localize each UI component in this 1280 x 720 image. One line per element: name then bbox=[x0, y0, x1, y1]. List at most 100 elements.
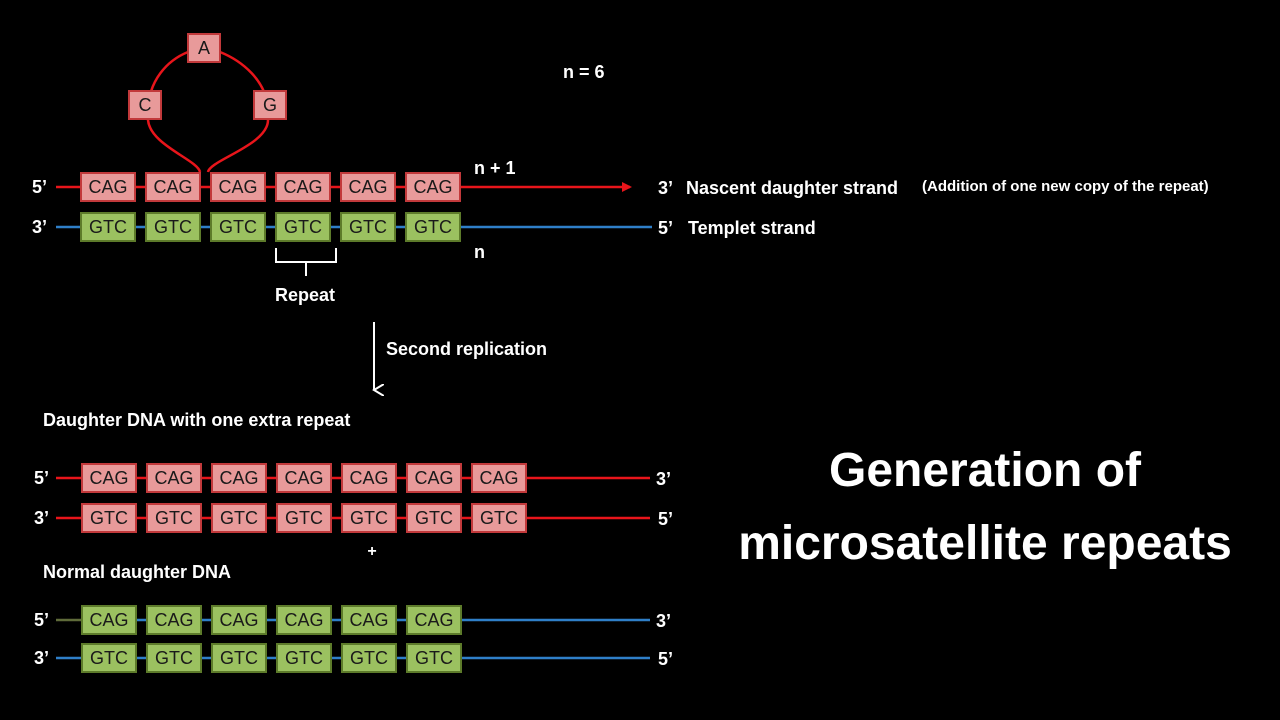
normal-top-repeats: CAG CAG CAG CAG CAG CAG bbox=[81, 605, 462, 635]
repeat-box-text: CAG bbox=[349, 468, 388, 488]
repeat-box-rect bbox=[146, 605, 202, 635]
repeat-box-text: CAG bbox=[284, 468, 323, 488]
repeat-box: GTC bbox=[81, 503, 137, 533]
normal-bottom-prime-right: 5’ bbox=[658, 649, 673, 669]
repeat-box-rect bbox=[341, 463, 397, 493]
repeat-box: GTC bbox=[146, 503, 202, 533]
repeat-box-rect bbox=[340, 172, 396, 202]
repeat-box-text: GTC bbox=[414, 217, 452, 237]
repeat-box-rect bbox=[81, 463, 137, 493]
repeat-box-text: CAG bbox=[348, 177, 387, 197]
nascent-prime-left: 5’ bbox=[32, 177, 47, 197]
repeat-box-text: CAG bbox=[284, 610, 323, 630]
repeat-box: CAG bbox=[340, 172, 396, 202]
repeat-box-text: CAG bbox=[414, 610, 453, 630]
repeat-box-rect bbox=[145, 172, 201, 202]
repeat-box-rect bbox=[210, 212, 266, 242]
repeat-box-text: GTC bbox=[285, 508, 323, 528]
repeat-box: GTC bbox=[146, 643, 202, 673]
repeat-box-text: CAG bbox=[88, 177, 127, 197]
repeat-box: CAG bbox=[81, 463, 137, 493]
repeat-box-text: GTC bbox=[284, 217, 322, 237]
repeat-box: GTC bbox=[340, 212, 396, 242]
repeat-box-text: GTC bbox=[89, 217, 127, 237]
repeat-box-text: GTC bbox=[220, 648, 258, 668]
template-strand-label: Templet strand bbox=[688, 218, 816, 238]
repeat-box-text: CAG bbox=[479, 468, 518, 488]
plus-sign: + bbox=[367, 543, 376, 560]
repeat-box: GTC bbox=[406, 503, 462, 533]
repeat-box-text: CAG bbox=[154, 610, 193, 630]
repeat-box-rect bbox=[341, 643, 397, 673]
repeat-box: CAG bbox=[210, 172, 266, 202]
normal-top-prime-left: 5’ bbox=[34, 610, 49, 630]
repeat-box-rect bbox=[406, 605, 462, 635]
repeat-box-rect bbox=[275, 212, 331, 242]
repeat-box-text: GTC bbox=[415, 648, 453, 668]
repeat-box-text: GTC bbox=[415, 508, 453, 528]
repeat-box-text: CAG bbox=[218, 177, 257, 197]
repeat-box-rect bbox=[276, 503, 332, 533]
repeat-box-rect bbox=[81, 503, 137, 533]
loop-base-left: C bbox=[128, 90, 162, 120]
repeat-box: GTC bbox=[276, 643, 332, 673]
headline-line-1: Generation of bbox=[829, 444, 1142, 497]
repeat-box-rect bbox=[471, 503, 527, 533]
repeat-box-rect bbox=[406, 463, 462, 493]
repeat-box-text: CAG bbox=[219, 468, 258, 488]
template-n-label: n bbox=[474, 242, 485, 262]
loop-base-right-text: G bbox=[263, 95, 277, 115]
extra-top-prime-left: 5’ bbox=[34, 468, 49, 488]
repeat-box-rect bbox=[405, 212, 461, 242]
repeat-box: GTC bbox=[81, 643, 137, 673]
repeat-box-rect bbox=[405, 172, 461, 202]
repeat-box: CAG bbox=[341, 463, 397, 493]
headline-line-2: microsatellite repeats bbox=[738, 517, 1232, 570]
repeat-box-text: CAG bbox=[153, 177, 192, 197]
repeat-box-text: GTC bbox=[155, 648, 193, 668]
replication-label: Second replication bbox=[386, 339, 547, 359]
repeat-box-rect bbox=[211, 643, 267, 673]
repeat-box-rect bbox=[211, 503, 267, 533]
repeat-box: CAG bbox=[145, 172, 201, 202]
repeat-box: GTC bbox=[275, 212, 331, 242]
repeat-box-text: GTC bbox=[220, 508, 258, 528]
extra-section-title: Daughter DNA with one extra repeat bbox=[43, 410, 350, 430]
repeat-box-text: GTC bbox=[155, 508, 193, 528]
normal-top-prime-right: 3’ bbox=[656, 611, 671, 631]
repeat-box-text: GTC bbox=[480, 508, 518, 528]
repeat-box-text: CAG bbox=[413, 177, 452, 197]
repeat-box-text: CAG bbox=[89, 610, 128, 630]
repeat-box-text: CAG bbox=[283, 177, 322, 197]
repeat-box-text: GTC bbox=[154, 217, 192, 237]
repeat-box-text: CAG bbox=[349, 610, 388, 630]
repeat-box-rect bbox=[341, 503, 397, 533]
repeat-box-text: CAG bbox=[89, 468, 128, 488]
repeat-box-text: GTC bbox=[90, 508, 128, 528]
repeat-box-rect bbox=[210, 172, 266, 202]
repeat-box-text: GTC bbox=[90, 648, 128, 668]
repeat-box-rect bbox=[80, 212, 136, 242]
repeat-box: CAG bbox=[81, 605, 137, 635]
nascent-repeats: CAG CAG CAG CAG CAG CAG bbox=[80, 172, 461, 202]
repeat-label: Repeat bbox=[275, 285, 335, 305]
repeat-box: CAG bbox=[471, 463, 527, 493]
nascent-strand-note: (Addition of one new copy of the repeat) bbox=[922, 178, 1209, 195]
repeat-box: CAG bbox=[211, 605, 267, 635]
extra-bottom-prime-right: 5’ bbox=[658, 509, 673, 529]
repeat-box: GTC bbox=[405, 212, 461, 242]
repeat-box: CAG bbox=[146, 605, 202, 635]
nascent-strand-label: Nascent daughter strand bbox=[686, 178, 898, 198]
repeat-box: GTC bbox=[276, 503, 332, 533]
repeat-box: GTC bbox=[145, 212, 201, 242]
repeat-box: CAG bbox=[146, 463, 202, 493]
repeat-box: CAG bbox=[211, 463, 267, 493]
repeat-box-rect bbox=[341, 605, 397, 635]
repeat-box-rect bbox=[146, 503, 202, 533]
repeat-box: GTC bbox=[471, 503, 527, 533]
repeat-box-text: CAG bbox=[414, 468, 453, 488]
n-count-label: n = 6 bbox=[563, 62, 605, 82]
